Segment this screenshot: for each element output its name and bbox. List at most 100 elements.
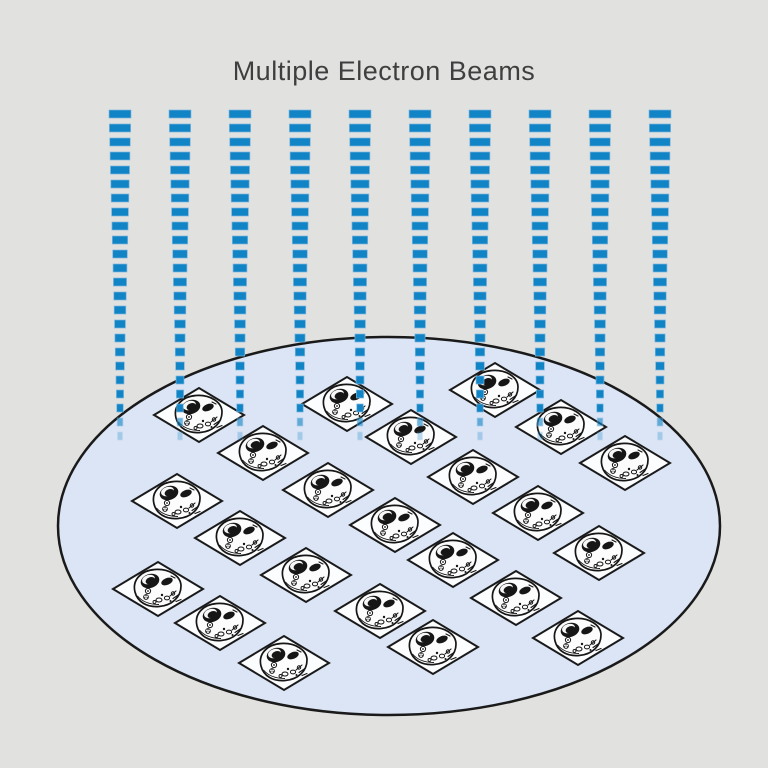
beam-dash (590, 165, 610, 175)
electron-beam (108, 109, 132, 441)
beam-dash (176, 417, 184, 427)
beam-dash (237, 431, 243, 441)
electron-beam (468, 109, 492, 441)
beam-dash (290, 179, 310, 189)
beam-dash (234, 347, 246, 357)
beam-dash (173, 277, 187, 287)
beam-dash (174, 333, 186, 343)
beam-dash (650, 179, 670, 189)
beam-dash (111, 235, 129, 245)
beam-dash (653, 291, 667, 301)
electron-beam (288, 109, 312, 441)
beam-dash (356, 403, 364, 413)
beam-dash (590, 193, 610, 203)
beam-dash (471, 221, 489, 231)
beam-dash (294, 319, 306, 329)
beam-dash (295, 361, 305, 371)
beam-dash (536, 403, 544, 413)
beam-dash (231, 207, 249, 217)
beam-dash (292, 263, 308, 273)
beam-dash (595, 375, 605, 385)
beam-dash (351, 235, 369, 245)
beam-dash (589, 151, 611, 161)
beam-dash (352, 249, 368, 259)
beam-dash (650, 165, 670, 175)
beam-dash (470, 193, 490, 203)
beam-dash (353, 277, 367, 287)
beam-dash (651, 235, 669, 245)
beam-dash (236, 417, 244, 427)
beam-dash (117, 431, 123, 441)
beam-dash (292, 249, 308, 259)
beam-dash (231, 235, 249, 245)
beam-dash (416, 403, 424, 413)
beam-dash (172, 263, 188, 273)
beam-dash (416, 417, 424, 427)
beam-dash (232, 263, 248, 273)
beam-dash (593, 305, 607, 315)
beam-dash (173, 305, 187, 315)
beam-dash (290, 165, 310, 175)
beam-dash (297, 431, 303, 441)
beam-dash (589, 137, 611, 147)
beam-dash (597, 431, 603, 441)
beam-dash (651, 221, 669, 231)
beam-dash (475, 361, 485, 371)
electron-beam (408, 109, 432, 441)
beam-dash (409, 137, 431, 147)
beam-dash (655, 361, 665, 371)
beam-dash (474, 319, 486, 329)
electron-beam (588, 109, 612, 441)
beam-dash (229, 137, 251, 147)
beam-dash (654, 333, 666, 343)
beam-dash (355, 361, 365, 371)
beam-dash (529, 123, 551, 133)
beam-dash (534, 333, 546, 343)
electron-beam (528, 109, 552, 441)
beam-dash (528, 109, 552, 119)
beam-dash (235, 375, 245, 385)
beam-dash (529, 151, 551, 161)
beam-dash (414, 333, 426, 343)
beam-dash (354, 319, 366, 329)
beam-dash (468, 109, 492, 119)
beam-dash (289, 123, 311, 133)
beam-dash (652, 249, 668, 259)
beam-dash (169, 137, 191, 147)
beam-dash (411, 207, 429, 217)
beam-dash (476, 403, 484, 413)
beam-dash (652, 263, 668, 273)
beam-dash (596, 417, 604, 427)
beam-dash (410, 179, 430, 189)
beam-dash (593, 277, 607, 287)
beam-dash (236, 389, 244, 399)
beam-dash (473, 277, 487, 287)
beam-dash (471, 207, 489, 217)
beam-dash (532, 263, 548, 273)
beam-dash (533, 277, 547, 287)
beam-dash (409, 123, 431, 133)
beam-dash (530, 193, 550, 203)
beam-dash (296, 389, 304, 399)
beam-dash (653, 305, 667, 315)
beam-dash (411, 221, 429, 231)
beam-dash (649, 137, 671, 147)
beam-dash (170, 193, 190, 203)
beam-dash (473, 291, 487, 301)
beam-dash (351, 221, 369, 231)
beam-dash (529, 137, 551, 147)
beam-dash (596, 403, 604, 413)
beam-dash (290, 193, 310, 203)
beam-dash (175, 375, 185, 385)
beam-dash (536, 389, 544, 399)
beam-dash (111, 207, 129, 217)
beam-dash (592, 263, 608, 273)
beam-dash (288, 109, 312, 119)
beam-dash (169, 123, 191, 133)
beam-dash (177, 431, 183, 441)
beam-dash (649, 123, 671, 133)
beam-dash (114, 333, 126, 343)
beam-dash (295, 375, 305, 385)
beam-dash (116, 417, 124, 427)
beam-dash (350, 179, 370, 189)
